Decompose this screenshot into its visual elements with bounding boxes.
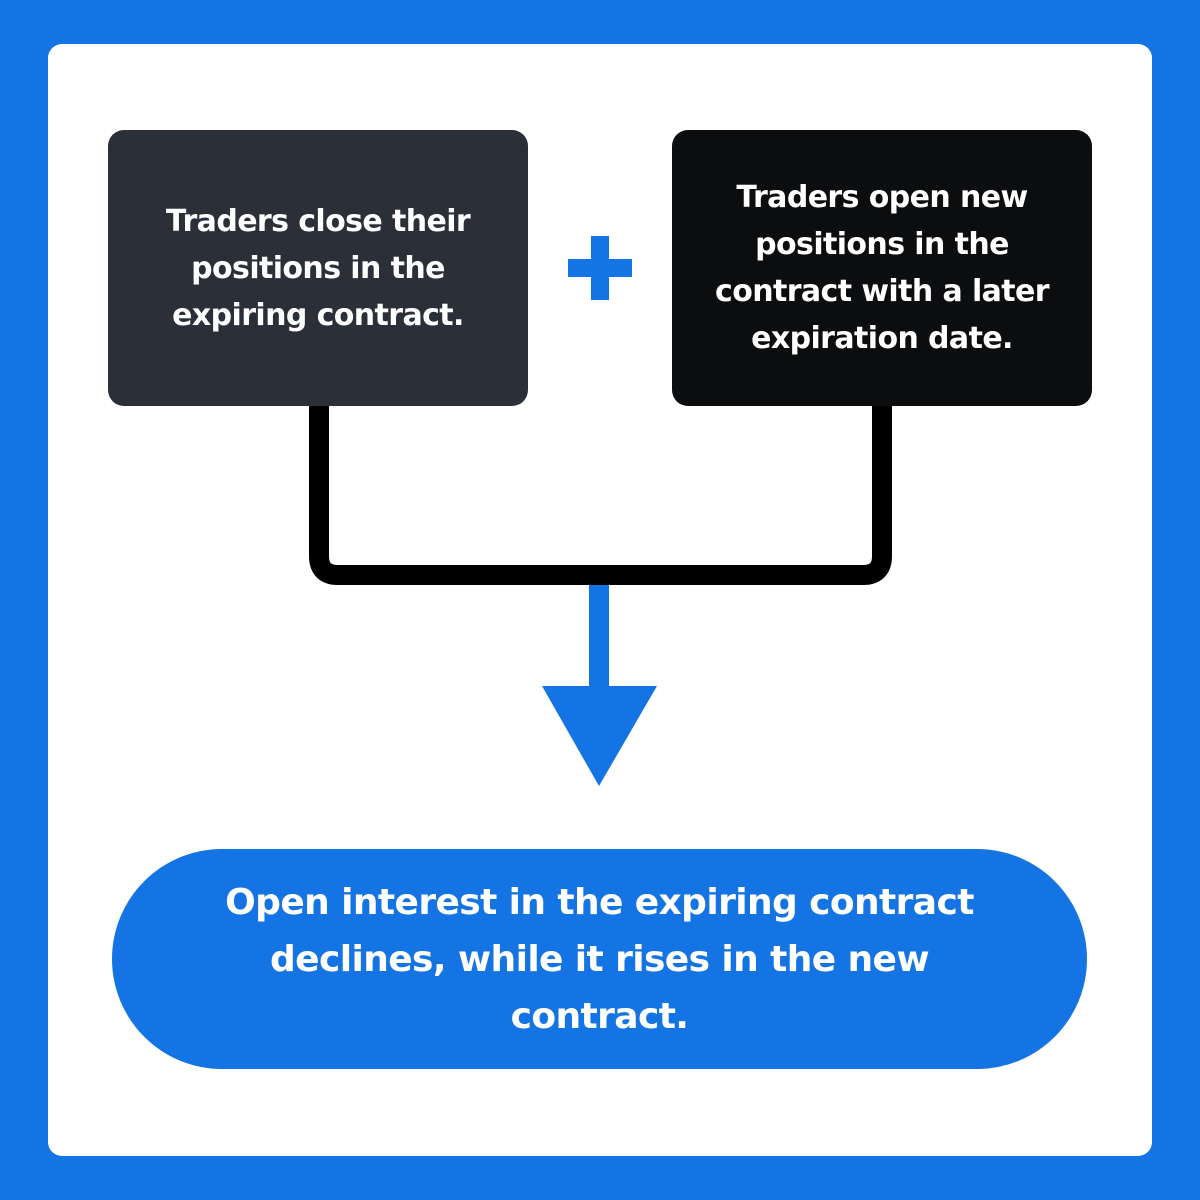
- step-text-close-positions: Traders close their positions in the exp…: [165, 203, 471, 333]
- plus-icon: [568, 236, 632, 300]
- result-text: Open interest in the expiring contract d…: [225, 881, 974, 1037]
- result-pill: Open interest in the expiring contract d…: [112, 849, 1087, 1069]
- down-arrow-icon: [542, 686, 657, 786]
- bracket-connector: [309, 404, 892, 585]
- step-text-open-positions: Traders open new positions in the contra…: [715, 180, 1050, 356]
- step-box-open-positions: Traders open new positions in the contra…: [672, 130, 1092, 406]
- arrow-shaft: [589, 585, 609, 690]
- step-box-close-positions: Traders close their positions in the exp…: [108, 130, 528, 406]
